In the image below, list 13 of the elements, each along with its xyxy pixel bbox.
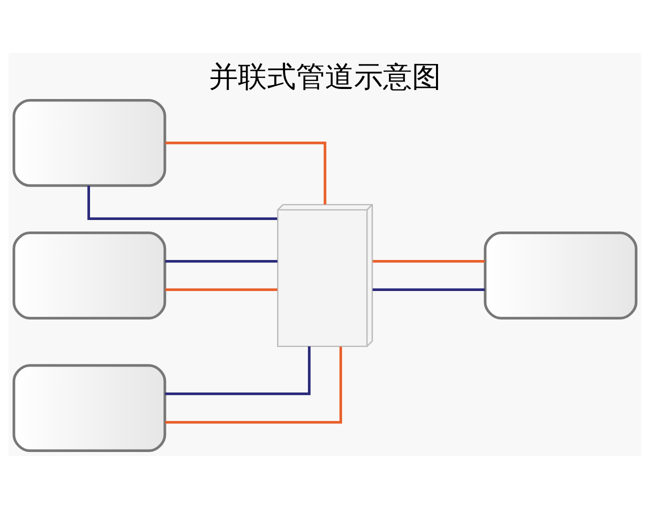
connector xyxy=(165,346,311,395)
node-box xyxy=(12,98,166,186)
node-box xyxy=(12,364,166,452)
connector xyxy=(372,259,485,262)
connector xyxy=(165,346,342,424)
node-box xyxy=(12,231,166,319)
connector xyxy=(165,288,278,291)
connector xyxy=(165,141,326,204)
node-box xyxy=(484,231,638,319)
diagram-title: 并联式管道示意图 xyxy=(209,59,441,94)
connector xyxy=(165,259,278,262)
connector xyxy=(87,185,278,220)
connector xyxy=(372,288,485,291)
